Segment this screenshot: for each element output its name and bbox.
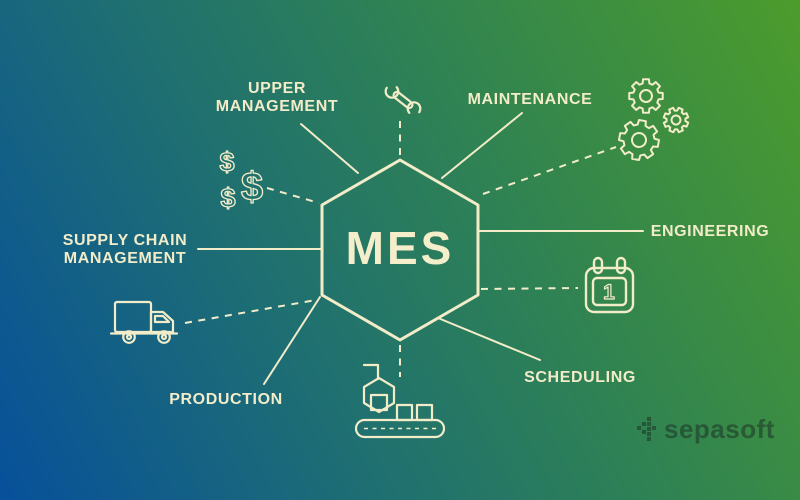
- dollar-glyph: $: [241, 165, 263, 209]
- line-maintenance: [441, 112, 523, 179]
- truck-icon: [109, 300, 179, 344]
- upper-management-line1: UPPER: [247, 80, 307, 97]
- supply-chain-line2: MANAGEMENT: [63, 249, 187, 267]
- upper-management-line2: MANAGEMENT: [215, 97, 339, 115]
- line-upper-management: [300, 123, 359, 174]
- wrench-icon: [384, 83, 422, 117]
- line-production: [263, 296, 321, 385]
- gears-icon: [617, 78, 690, 162]
- dash-truck: [184, 299, 317, 324]
- connector-lines-dashed: [184, 121, 617, 377]
- sepasoft-logo-text: sepasoft: [664, 414, 775, 444]
- hexagon-outline: [320, 158, 480, 342]
- node-label-engineering: ENGINEERING: [650, 223, 770, 240]
- sepasoft-logo-icon: [637, 417, 656, 441]
- conveyor-icon: [354, 363, 446, 439]
- dollar-glyph: $: [219, 147, 234, 177]
- dash-gears: [482, 146, 617, 195]
- node-label-supply-chain: SUPPLY CHAIN MANAGEMENT: [63, 232, 188, 268]
- node-label-scheduling: SCHEDULING: [524, 369, 636, 386]
- dollar-glyph: $: [220, 183, 235, 213]
- supply-chain-line1: SUPPLY CHAIN: [62, 232, 188, 249]
- node-label-production: PRODUCTION: [169, 391, 283, 408]
- line-scheduling: [437, 317, 541, 361]
- sepasoft-logo: sepasoft: [634, 414, 775, 444]
- connector-lines-solid: [197, 112, 644, 385]
- dash-dollars: [266, 187, 320, 204]
- calendar-day: 1: [603, 281, 615, 304]
- node-label-maintenance: MAINTENANCE: [467, 91, 593, 108]
- dollar-signs-icon: $ $ $: [219, 146, 264, 213]
- calendar-icon: 1: [584, 256, 635, 314]
- center-label-mes: MES: [345, 221, 455, 274]
- dash-calendar: [480, 287, 579, 290]
- node-label-upper-management: UPPER MANAGEMENT: [216, 80, 338, 116]
